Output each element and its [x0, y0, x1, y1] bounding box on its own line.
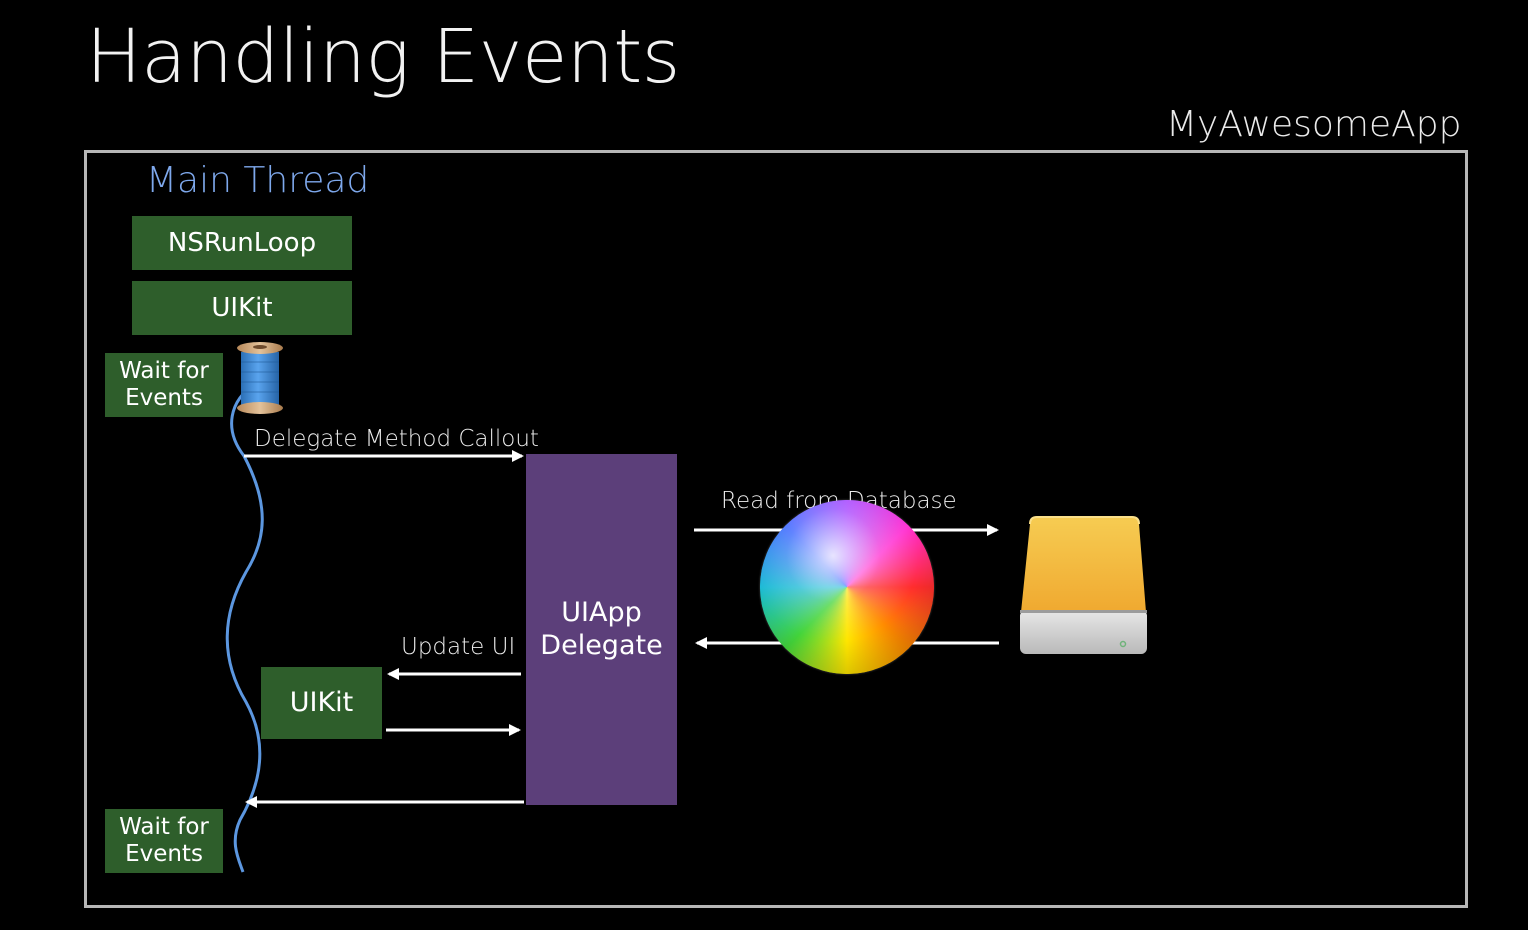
- uikit-box-middle: UIKit: [261, 667, 382, 739]
- uikit-top-label: UIKit: [211, 292, 273, 323]
- update-ui-label: Update UI: [401, 634, 516, 660]
- uikit-mid-label: UIKit: [289, 687, 354, 719]
- app-frame: [84, 150, 1468, 908]
- app-name-label: MyAwesomeApp: [1166, 104, 1462, 145]
- thread-spool-icon: [237, 342, 283, 414]
- slide-title: Handling Events: [86, 14, 680, 100]
- uikit-box-top: UIKit: [132, 281, 352, 335]
- spinner-overlay: [760, 500, 934, 674]
- nsrunloop-box: NSRunLoop: [132, 216, 352, 270]
- delegate-callout-label: Delegate Method Callout: [254, 426, 539, 452]
- main-thread-label: Main Thread: [146, 160, 370, 201]
- hard-drive-icon: [1020, 516, 1147, 654]
- main-thread-line: [225, 380, 264, 873]
- nsrunloop-label: NSRunLoop: [167, 227, 317, 258]
- spinner-overlay-highlight: [760, 500, 934, 674]
